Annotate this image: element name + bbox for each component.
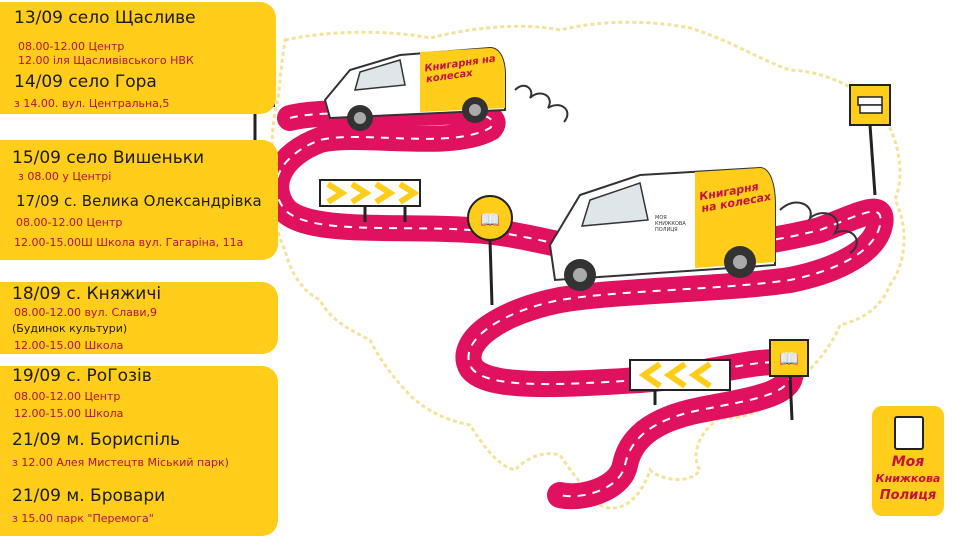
book-sign-2: 📖	[467, 195, 513, 306]
schedule-line: 12.00-15.00Ш Школа вул. Гагаріна, 11а	[14, 236, 244, 249]
schedule-card-4: 19/09 с. РоГозів 08.00-12.00 Центр 12.00…	[0, 366, 278, 536]
schedule-title-4: 17/09 с. Велика Олександрівка	[16, 192, 262, 210]
schedule-line: 12.00-15.00 Школа	[14, 339, 124, 352]
road	[263, 98, 894, 510]
chevron-left-sign	[629, 359, 731, 405]
schedule-title-7: 21/09 м. Бориспіль	[12, 430, 180, 450]
book-stack-sign	[849, 84, 891, 196]
logo-line-2: Книжкова	[875, 472, 941, 485]
schedule-card-2: 15/09 село Вишеньки з 08.00 у Центрі 17/…	[0, 140, 278, 260]
svg-text:📖: 📖	[779, 349, 799, 368]
schedule-line: з 14.00. вул. Центральна,5	[14, 97, 170, 110]
schedule-line: з 08.00 у Центрі	[18, 170, 112, 183]
chevron-right-sign	[319, 179, 421, 222]
van-large-small-text: МОЯ КНИЖКОВА ПОЛИЦЯ	[655, 215, 686, 233]
svg-text:📖: 📖	[480, 210, 500, 229]
schedule-title-6: 19/09 с. РоГозів	[12, 366, 152, 386]
logo-line-1: Моя	[891, 454, 925, 470]
schedule-title-5: 18/09 с. Княжичі	[12, 284, 162, 304]
book-sign-3: 📖	[769, 339, 809, 421]
schedule-line: 12.00-15.00 Школа	[14, 407, 124, 420]
schedule-line: 12.00 іля Щасливівського НВК	[18, 54, 194, 67]
schedule-line: (Будинок культури)	[12, 322, 128, 335]
map-outline	[270, 20, 906, 510]
schedule-line: 08.00-12.00 вул. Слави,9	[14, 306, 158, 319]
schedule-title-3: 15/09 село Вишеньки	[12, 148, 205, 168]
schedule-title-2: 14/09 село Гора	[14, 72, 157, 92]
schedule-title-8: 21/09 м. Бровари	[12, 486, 166, 506]
schedule-line: 08.00-12.00 Центр	[18, 40, 125, 53]
schedule-card-1: 13/09 село Щасливе 08.00-12.00 Центр 12.…	[0, 2, 276, 114]
schedule-line: 08.00-12.00 Центр	[14, 390, 121, 403]
van-large	[548, 166, 858, 291]
schedule-line: з 15.00 парк "Перемога"	[12, 512, 154, 525]
schedule-line: 08.00-12.00 Центр	[16, 216, 123, 229]
brand-logo: Моя Книжкова Полиця	[872, 406, 944, 516]
book-mascot-icon	[894, 416, 924, 450]
schedule-card-3: 18/09 с. Княжичі 08.00-12.00 вул. Слави,…	[0, 282, 278, 354]
van-small	[323, 46, 569, 131]
schedule-title-1: 13/09 село Щасливе	[14, 8, 196, 28]
schedule-line: з 12.00 Алея Мистецтв Міський парк)	[12, 456, 229, 469]
logo-line-3: Полиця	[879, 488, 937, 503]
